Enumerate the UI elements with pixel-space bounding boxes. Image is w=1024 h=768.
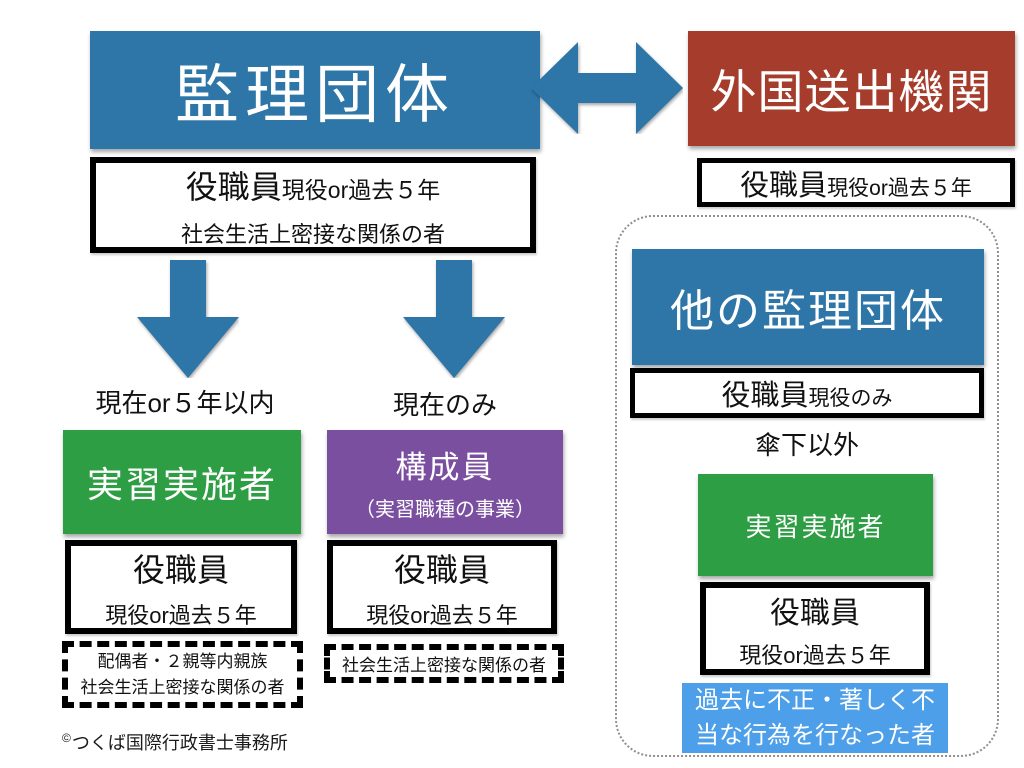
sending-staff-box: 役職員現役or過去５年: [697, 158, 1015, 207]
warning-line1: 過去に不正・著しく不: [695, 687, 935, 714]
other-kanri-box: 他の監理団体: [632, 249, 984, 365]
kanri-dantai-label: 監理団体: [175, 59, 455, 131]
right-related-box: 社会生活上密接な関係の者: [324, 644, 564, 683]
kanri-staff-related: 社会生活上密接な関係の者: [180, 221, 445, 247]
kanri-staff-line: 役職員現役or過去５年: [186, 162, 440, 208]
foreign-sending-label: 外国送出機関: [710, 65, 993, 118]
kanri-dantai-box: 監理団体: [90, 31, 540, 149]
right-staff-title: 役職員: [393, 551, 490, 588]
kanri-staff-period: 現役or過去５年: [281, 176, 441, 203]
other-staff2-box: 役職員 現役or過去５年: [700, 582, 930, 675]
kouseiin-note: （実習職種の事業）: [355, 499, 535, 521]
other-kanri-panel: [615, 215, 999, 757]
bidirectional-arrow-icon: [531, 42, 683, 134]
copyright-text: つくば国際行政書士事務所: [71, 733, 288, 753]
jisshu-jisshisha-box: 実習実施者: [63, 430, 301, 534]
right-staff-period: 現役or過去５年: [366, 602, 518, 628]
warning-line2: 当な行為を行なった者: [695, 722, 935, 749]
warning-box: 過去に不正・著しく不 当な行為を行なった者: [682, 683, 948, 753]
left-related-line2: 社会生活上密接な関係の者: [80, 677, 285, 697]
kanri-staff-title: 役職員: [185, 168, 282, 205]
copyright-footer: © つくば国際行政書士事務所: [62, 729, 288, 755]
copyright-symbol: ©: [62, 731, 71, 745]
sending-staff-title: 役職員: [740, 169, 828, 202]
foreign-sending-box: 外国送出機関: [688, 31, 1015, 146]
sending-staff-line: 役職員現役or過去５年: [740, 162, 972, 204]
sending-staff-period: 現役or過去５年: [827, 176, 972, 200]
down-arrow-icon: [137, 260, 239, 378]
other-staff-title: 役職員: [721, 380, 809, 412]
other-jisshu-jisshisha-box: 実習実施者: [698, 474, 933, 576]
right-branch-condition: 現在のみ: [392, 389, 497, 420]
other-staff-box: 役職員現役のみ: [630, 368, 984, 418]
left-staff-period: 現役or過去５年: [105, 602, 257, 628]
other-kanri-label: 他の監理団体: [670, 287, 946, 336]
left-related-box: 配偶者・２親等内親族 社会生活上密接な関係の者: [62, 641, 303, 708]
other-staff-line: 役職員現役のみ: [721, 372, 892, 414]
other-staff-period: 現役のみ: [808, 387, 893, 410]
other-staff2-period: 現役or過去５年: [739, 642, 891, 668]
left-branch-condition: 現在or５年以内: [95, 387, 275, 418]
other-staff2-title: 役職員: [770, 596, 860, 630]
jisshu-jisshisha-label: 実習実施者: [86, 464, 277, 505]
right-related-label: 社会生活上密接な関係の者: [342, 656, 546, 675]
scope-note: 傘下以外: [754, 429, 859, 460]
kouseiin-label: 構成員: [395, 450, 495, 485]
left-related-line1: 配偶者・２親等内親族: [97, 652, 268, 671]
left-staff-title: 役職員: [132, 551, 229, 588]
kouseiin-box: 構成員 （実習職種の事業）: [327, 430, 563, 534]
kanri-staff-box: 役職員現役or過去５年 社会生活上密接な関係の者: [90, 157, 536, 253]
other-jisshu-jisshisha-label: 実習実施者: [745, 511, 886, 542]
down-arrow-icon: [403, 260, 505, 378]
right-staff-box: 役職員 現役or過去５年: [327, 540, 557, 634]
left-staff-box: 役職員 現役or過去５年: [65, 540, 297, 634]
